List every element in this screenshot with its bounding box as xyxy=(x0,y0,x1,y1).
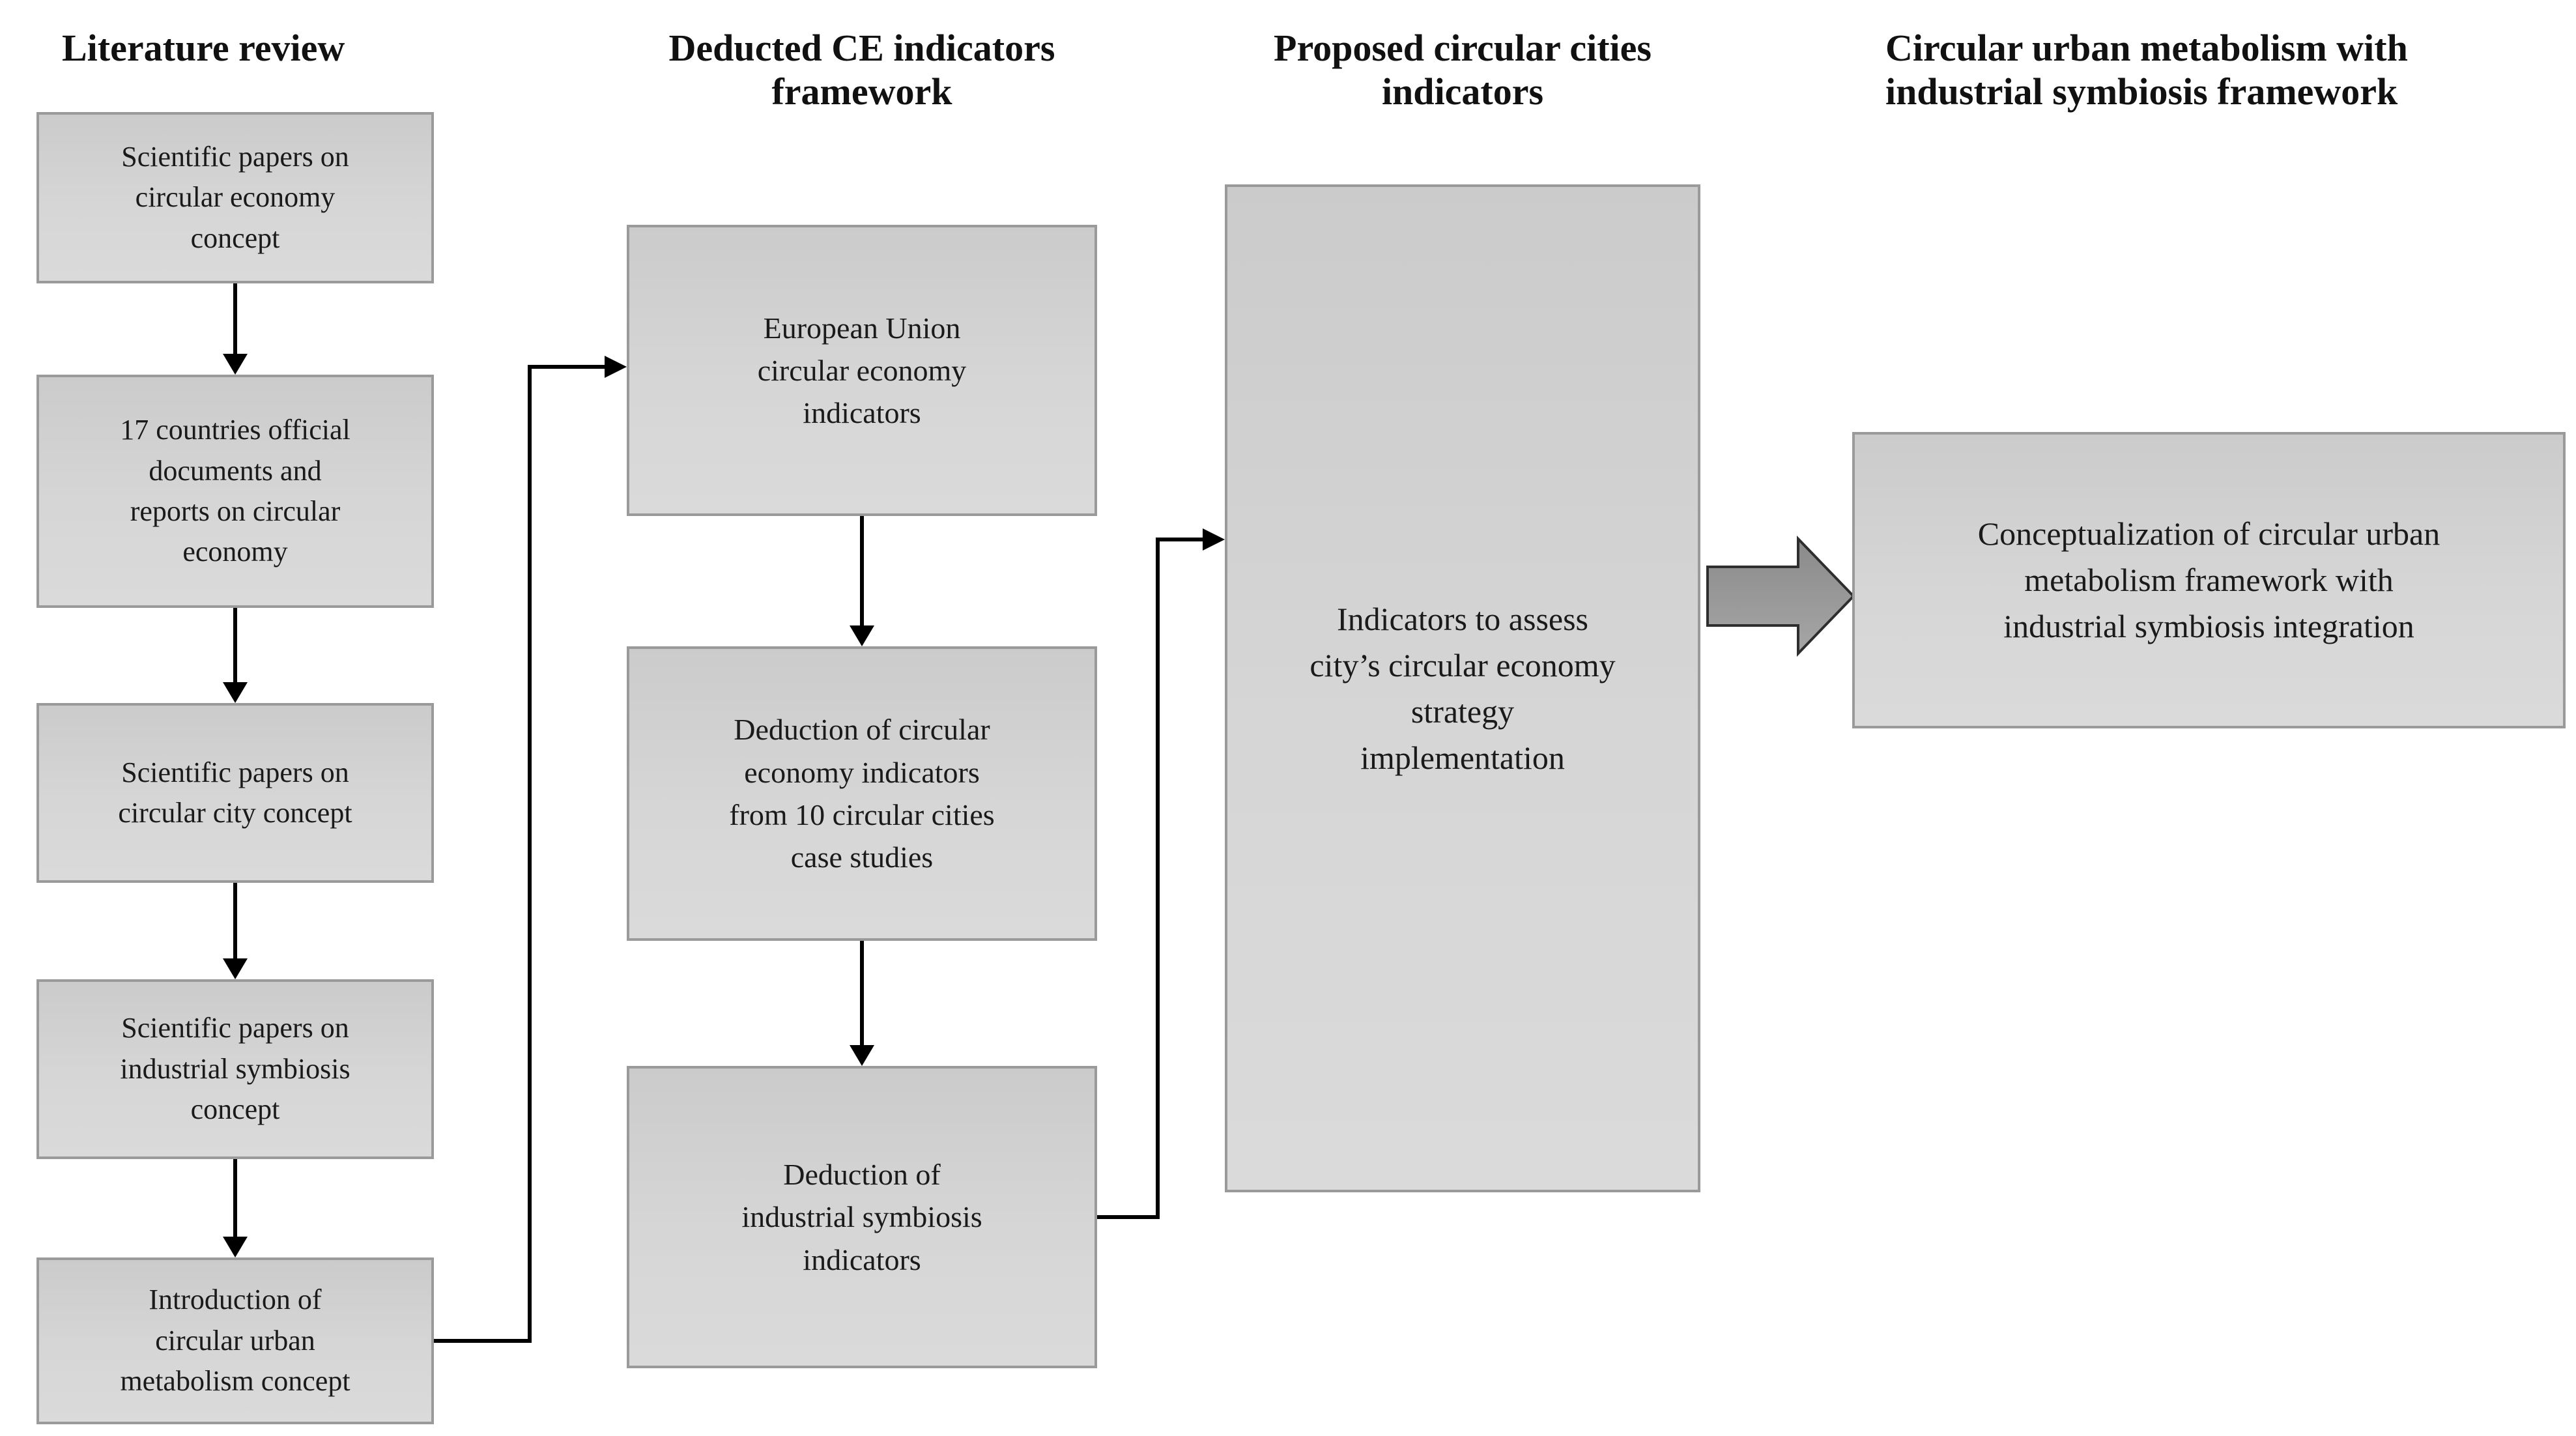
box-deduction-ce-indicators-case-studies: Deduction of circular economy indicators… xyxy=(627,646,1097,941)
box-indicators-assess-city-strategy: Indicators to assess city’s circular eco… xyxy=(1225,184,1700,1192)
box-scientific-papers-circular-city: Scientific papers on circular city conce… xyxy=(36,703,434,883)
box-17-countries-documents: 17 countries official documents and repo… xyxy=(36,375,434,608)
column-header-proposed-circular-cities: Proposed circular cities indicators xyxy=(1274,27,1652,113)
box-text: Conceptualization of circular urban meta… xyxy=(1977,515,2440,644)
box-text: Indicators to assess city’s circular eco… xyxy=(1309,600,1616,776)
box-text: Introduction of circular urban metabolis… xyxy=(120,1284,351,1398)
box-text: European Union circular economy indicato… xyxy=(757,311,967,430)
box-scientific-papers-industrial-symbiosis: Scientific papers on industrial symbiosi… xyxy=(36,979,434,1159)
box-deduction-industrial-symbiosis-indicators: Deduction of industrial symbiosis indica… xyxy=(627,1066,1097,1368)
column-header-literature-review: Literature review xyxy=(62,27,345,69)
right-block-arrow-icon xyxy=(1706,536,1855,657)
box-text: 17 countries official documents and repo… xyxy=(120,414,351,568)
box-scientific-papers-circular-economy: Scientific papers on circular economy co… xyxy=(36,112,434,283)
column-header-deducted-ce-indicators: Deducted CE indicators framework xyxy=(668,27,1055,113)
box-eu-circular-economy-indicators: European Union circular economy indicato… xyxy=(627,225,1097,516)
box-text: Scientific papers on industrial symbiosi… xyxy=(120,1012,351,1126)
column-header-circular-urban-metabolism: Circular urban metabolism with industria… xyxy=(1885,27,2408,113)
box-text: Scientific papers on circular city conce… xyxy=(118,756,352,829)
box-text: Deduction of circular economy indicators… xyxy=(729,713,995,874)
box-conceptualization-framework: Conceptualization of circular urban meta… xyxy=(1852,432,2566,728)
box-text: Deduction of industrial symbiosis indica… xyxy=(741,1158,982,1276)
box-text: Scientific papers on circular economy co… xyxy=(121,140,349,254)
box-introduction-circular-urban-metabolism: Introduction of circular urban metabolis… xyxy=(36,1257,434,1424)
